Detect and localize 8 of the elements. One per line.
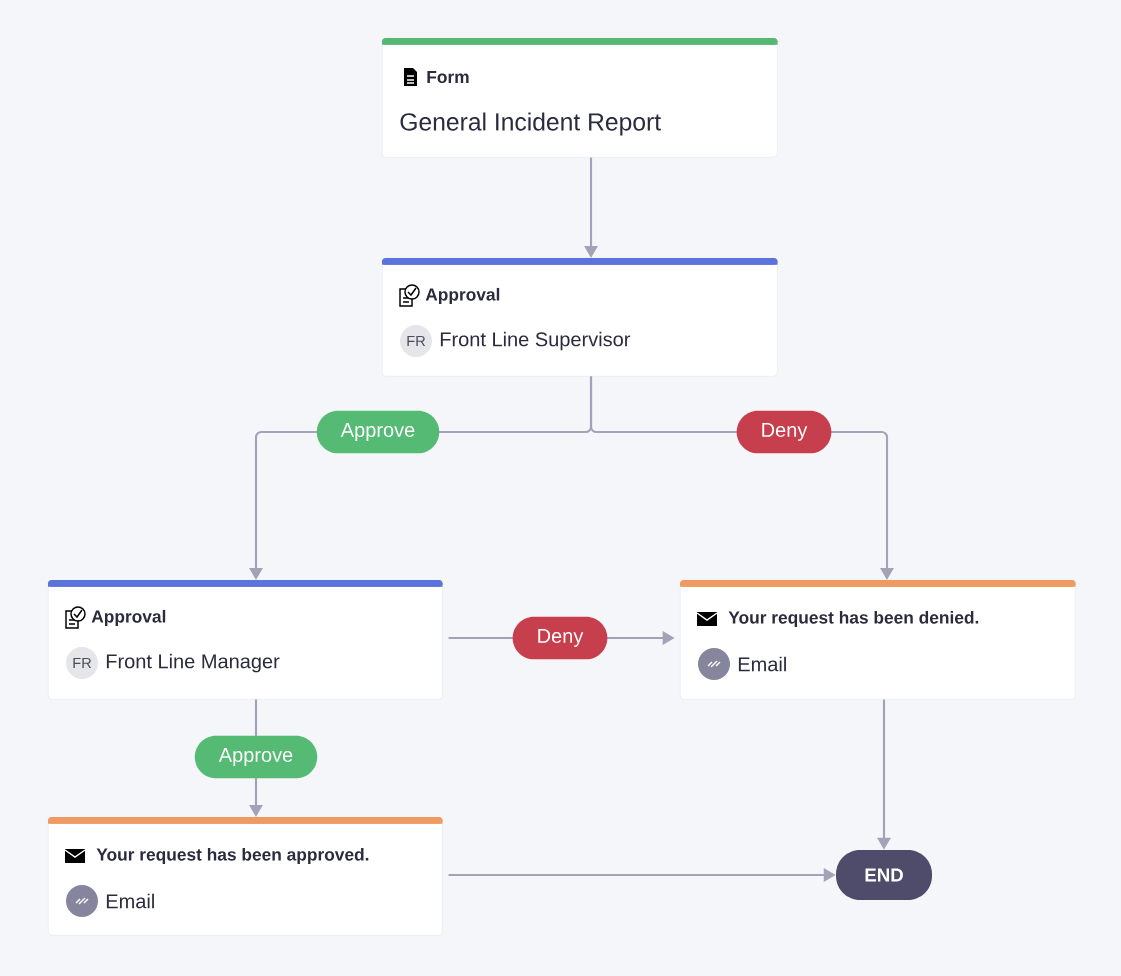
card: Approval FR Front Line Supervisor xyxy=(382,258,778,377)
card: Form General Incident Report xyxy=(382,38,778,158)
edge-label: Deny xyxy=(512,616,608,660)
end-terminal: END xyxy=(836,850,932,900)
card: Your request has been approved. Email xyxy=(48,817,443,936)
card: Approval FR Front Line Manager xyxy=(48,580,443,700)
edge-label: Deny xyxy=(736,410,832,454)
card: Your request has been denied. Email xyxy=(680,580,1076,700)
